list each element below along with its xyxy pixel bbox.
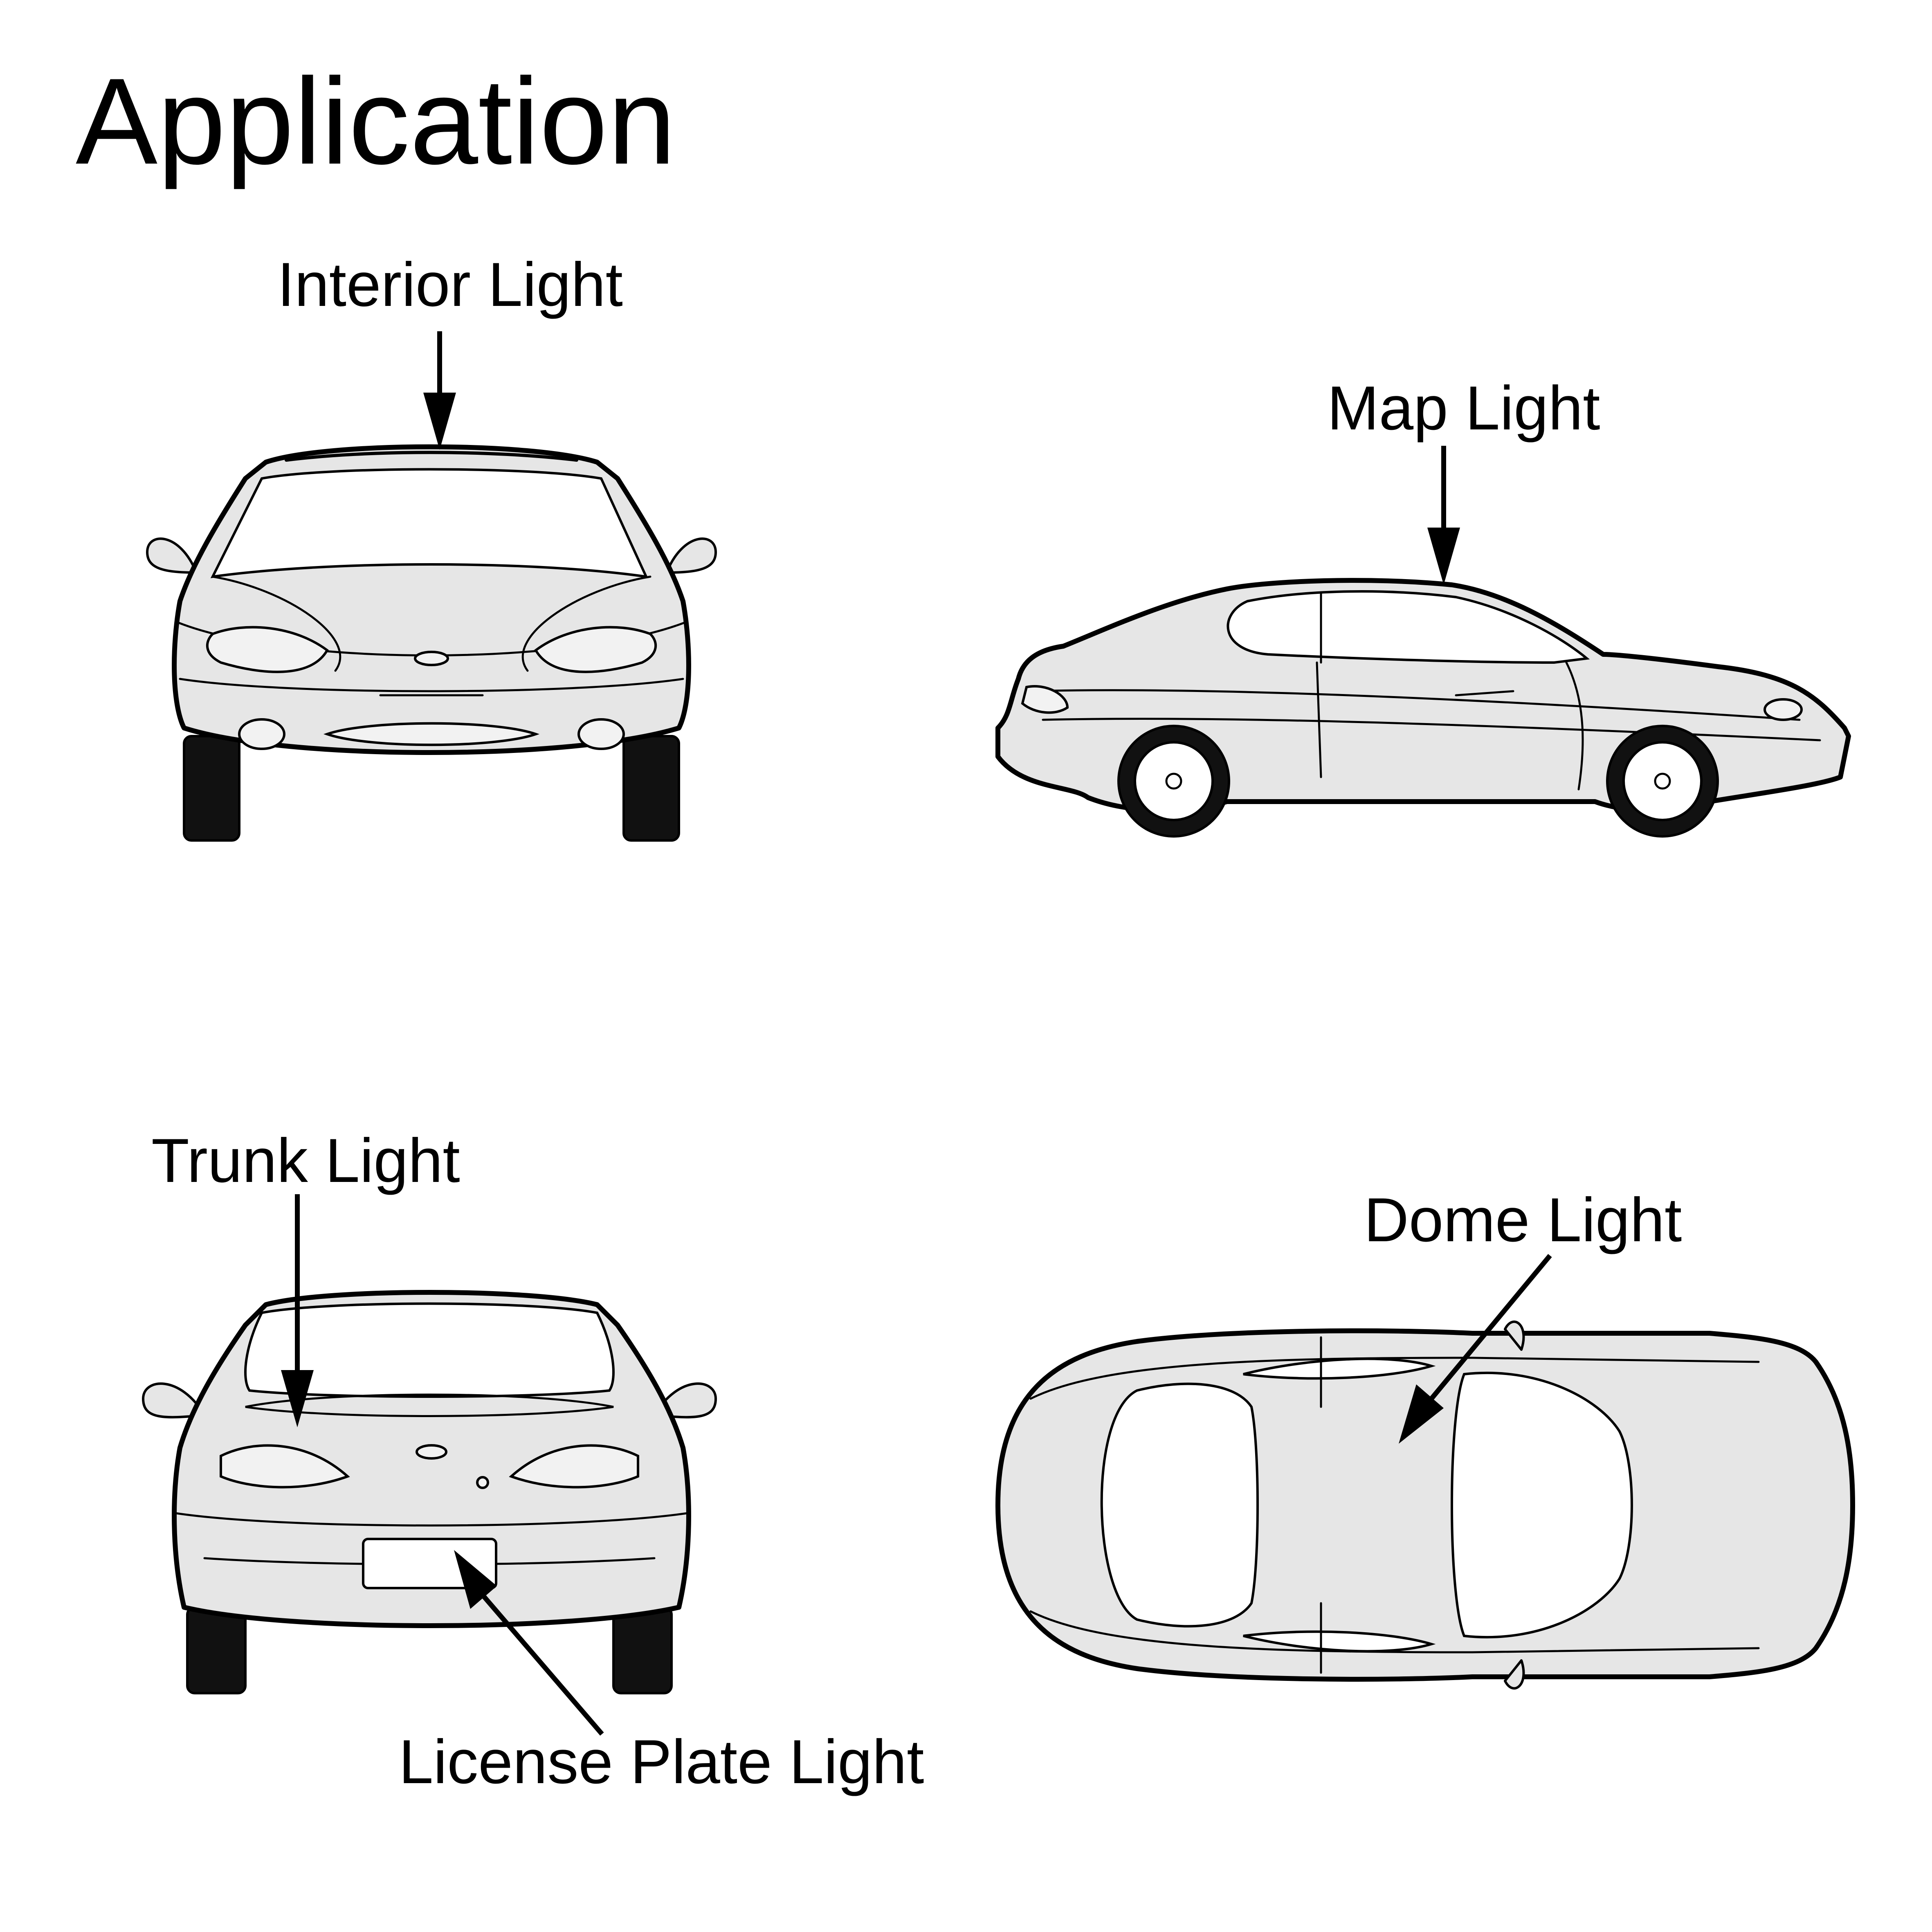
front-left-mirror	[146, 537, 198, 574]
front-right-headlight	[534, 626, 657, 673]
side-front-rim	[1622, 741, 1703, 821]
front-roof-line	[285, 451, 578, 462]
top-mirror-upper	[1504, 1320, 1525, 1351]
rear-keyhole	[476, 1476, 489, 1489]
trunk-light-label: Trunk Light	[151, 1126, 460, 1195]
interior-light-label: Interior Light	[277, 250, 623, 319]
front-emblem	[414, 651, 449, 666]
side-window	[1227, 590, 1590, 664]
rear-left-tire	[186, 1606, 247, 1694]
rear-trunk-lid	[245, 1393, 614, 1417]
front-right-mirror	[665, 537, 717, 574]
side-view-car	[995, 578, 1851, 838]
side-rear-hub	[1165, 773, 1182, 790]
rear-window	[244, 1302, 615, 1398]
rear-left-mirror	[142, 1382, 206, 1419]
map-light-arrow	[1427, 446, 1460, 585]
top-rear-window	[1100, 1382, 1259, 1628]
page-title: Application	[76, 52, 676, 191]
rear-bumper-top	[175, 1512, 688, 1527]
side-body-line	[1029, 689, 1801, 721]
front-right-fog-light	[577, 718, 625, 750]
rear-right-tire	[612, 1606, 673, 1694]
side-rear-rim	[1134, 741, 1214, 821]
side-rear-lamp	[1021, 685, 1069, 714]
front-left-headlight	[206, 626, 329, 673]
top-side-window-lower	[1243, 1630, 1436, 1653]
front-right-tire	[622, 735, 680, 842]
map-light-label: Map Light	[1327, 373, 1600, 443]
top-side-line-upper	[1029, 1357, 1760, 1400]
trunk-light-arrow	[281, 1194, 314, 1427]
front-view-car	[146, 444, 717, 842]
front-windshield	[210, 468, 649, 578]
dome-light-arrow	[1399, 1254, 1552, 1444]
front-left-tire	[183, 735, 240, 842]
side-front-hub	[1654, 773, 1671, 790]
front-hood-line-left	[211, 575, 341, 672]
side-door-front-edge	[1316, 661, 1322, 778]
top-mirror-lower	[1504, 1659, 1525, 1690]
front-hood-line-right	[521, 575, 651, 672]
side-door-rear-edge	[1565, 661, 1584, 791]
rear-left-taillight	[220, 1444, 350, 1489]
top-view-car	[995, 1320, 1855, 1690]
top-side-window-upper	[1243, 1357, 1436, 1380]
side-front-lamp	[1764, 698, 1803, 721]
rear-emblem	[416, 1444, 447, 1460]
top-side-line-lower	[1029, 1610, 1760, 1653]
top-windshield	[1451, 1371, 1633, 1639]
front-left-fog-light	[238, 718, 285, 750]
rear-view-car	[142, 1290, 717, 1694]
dome-light-label: Dome Light	[1364, 1185, 1682, 1255]
interior-light-arrow	[423, 331, 456, 450]
front-bumper-line	[179, 678, 684, 692]
license-plate-light-arrow	[454, 1550, 604, 1736]
side-door-handle	[1455, 690, 1514, 696]
front-lower-grille	[323, 722, 540, 746]
rear-right-taillight	[509, 1444, 639, 1489]
license-plate-light-label: License Plate Light	[399, 1727, 924, 1797]
